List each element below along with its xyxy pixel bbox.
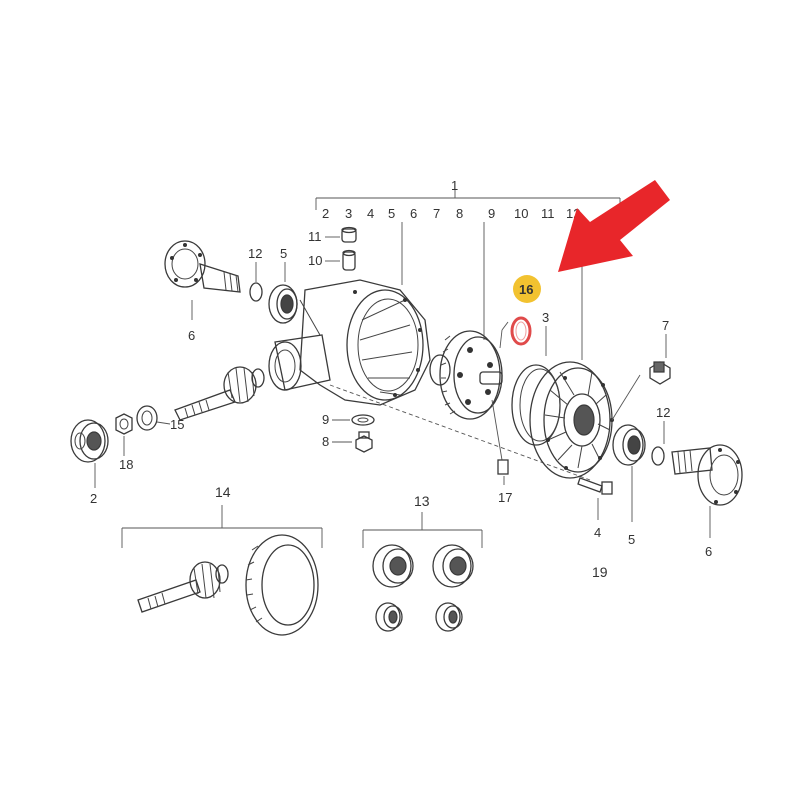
label-19: 19	[592, 564, 608, 580]
seal-5-left	[268, 284, 298, 324]
label-3-top: 3	[345, 206, 352, 221]
red-arrow-icon	[558, 180, 670, 272]
label-6-top: 6	[410, 206, 417, 221]
bolt-7	[649, 361, 671, 385]
bearing-13-b	[432, 544, 474, 588]
washer-9	[351, 414, 375, 426]
label-18: 18	[119, 457, 133, 472]
differential-carrier	[429, 330, 503, 420]
nut-18	[115, 413, 133, 435]
circlip-12-left	[249, 282, 263, 302]
side-cover	[529, 361, 614, 479]
label-9: 9	[322, 412, 329, 427]
flange-left-top	[164, 240, 241, 293]
pin-part-11	[341, 226, 357, 243]
label-7-right: 7	[662, 318, 669, 333]
label-10-side: 10	[308, 253, 322, 268]
label-10-top: 10	[514, 206, 528, 221]
pin-part-10	[342, 249, 356, 271]
label-4-right: 4	[594, 525, 601, 540]
label-5-left: 5	[280, 246, 287, 261]
label-8-top: 8	[456, 206, 463, 221]
flange-right	[671, 444, 743, 506]
label-4-top: 4	[367, 206, 374, 221]
group-bracket-14	[121, 505, 323, 548]
label-16: 16	[519, 282, 533, 297]
label-14: 14	[215, 484, 231, 500]
pinion-shaft-left	[174, 366, 265, 421]
bolt-4	[577, 477, 613, 495]
label-11-side: 11	[308, 229, 322, 244]
differential-housing	[268, 279, 431, 406]
label-2-left: 2	[90, 491, 97, 506]
seal-5-right	[612, 424, 646, 466]
label-15: 15	[170, 417, 184, 432]
label-2-top: 2	[322, 206, 329, 221]
pinion-shaft-14	[137, 561, 229, 613]
label-9-top: 9	[488, 206, 495, 221]
label-8: 8	[322, 434, 329, 449]
circlip-12-right	[651, 446, 665, 466]
bolt-17	[497, 459, 509, 475]
bearing-13-d	[435, 602, 463, 632]
label-1: 1	[451, 178, 458, 193]
bearing-13-a	[372, 544, 414, 588]
bracket-ticks	[401, 222, 583, 360]
part-16-badge	[513, 275, 541, 303]
nut-8	[355, 431, 373, 453]
label-3-right: 3	[542, 310, 549, 325]
label-5-right: 5	[628, 532, 635, 547]
label-17: 17	[498, 490, 512, 505]
label-11-top: 11	[541, 206, 555, 221]
label-6-left: 6	[188, 328, 195, 343]
o-ring-16	[510, 316, 532, 346]
label-12-right: 12	[656, 405, 670, 420]
bearing-2	[70, 419, 109, 463]
label-7-top: 7	[433, 206, 440, 221]
washer-15	[136, 405, 158, 431]
crown-wheel-14	[245, 534, 319, 636]
bearing-13-c	[375, 602, 403, 632]
label-5-top: 5	[388, 206, 395, 221]
label-6-right: 6	[705, 544, 712, 559]
label-13: 13	[414, 493, 430, 509]
group-bracket-13	[362, 512, 483, 548]
label-12-left: 12	[248, 246, 262, 261]
